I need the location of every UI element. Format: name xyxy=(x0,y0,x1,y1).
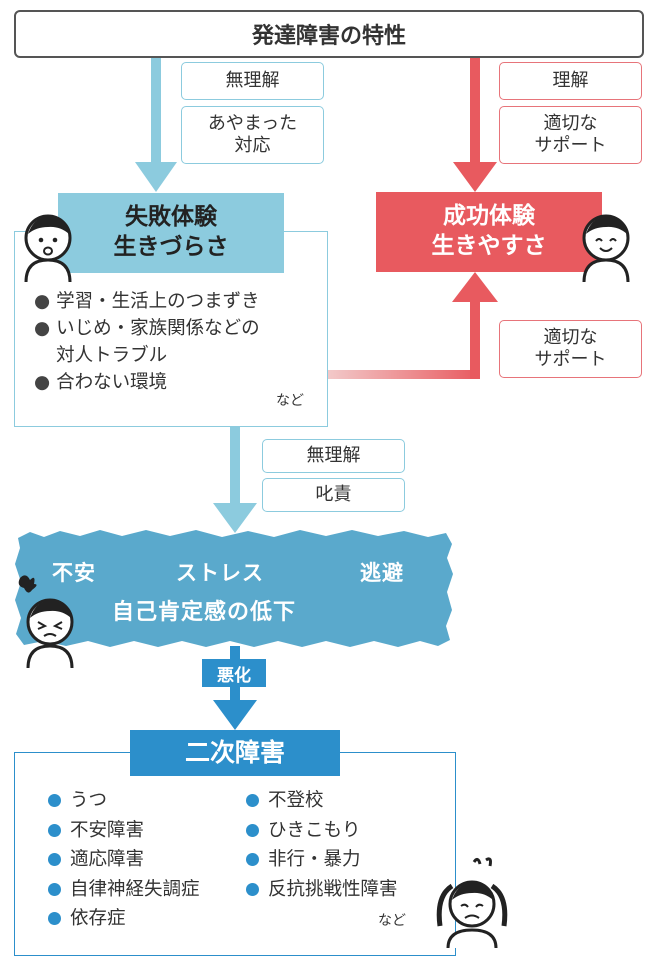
head-holding-face-icon xyxy=(436,857,508,948)
secondary-left-list: うつ 不安障害 適応障害 自律神経失調症 依存症 xyxy=(48,786,200,934)
stress-word-stress: ストレス xyxy=(176,561,264,585)
stress-line-self-esteem: 自己肯定感の低下 xyxy=(112,600,297,625)
failure-heading: 失敗体験 生きづらさ xyxy=(58,193,284,273)
arrow-up-head xyxy=(452,272,498,302)
bullet-icon: ● xyxy=(34,291,51,312)
arrow-up-shaft xyxy=(470,298,480,379)
bullet-icon xyxy=(246,853,259,867)
worsen-label: 悪化 xyxy=(202,659,266,687)
arrow-mid-shaft xyxy=(230,427,240,507)
list-item: 不安障害 xyxy=(48,816,200,846)
list-item: 不登校 xyxy=(246,786,398,816)
arrow-mid-head xyxy=(213,503,257,533)
label-scolding: 叱責 xyxy=(262,478,405,512)
label-no-understanding: 無理解 xyxy=(181,62,324,100)
success-heading: 成功体験 生きやすさ xyxy=(376,192,602,272)
bullet-icon xyxy=(48,823,61,837)
bullet-icon: ● xyxy=(34,372,51,393)
stress-word-anxiety: 不安 xyxy=(52,561,96,585)
distressed-face-icon xyxy=(18,575,74,668)
label-no-understanding-2: 無理解 xyxy=(262,439,405,473)
secondary-box xyxy=(14,752,456,956)
bullet-icon xyxy=(48,912,61,926)
label-proper-support-2: 適切な サポート xyxy=(499,320,642,378)
list-item: ●いじめ・家族関係などの 対人トラブル xyxy=(34,315,314,369)
label-proper-support: 適切な サポート xyxy=(499,106,642,164)
arrow-right-head xyxy=(453,162,497,192)
secondary-etc: など xyxy=(378,913,406,929)
secondary-right-list: 不登校 ひきこもり 非行・暴力 反抗挑戦性障害 xyxy=(246,786,398,904)
arrow-right-shaft xyxy=(470,58,480,166)
failure-etc: など xyxy=(276,393,304,409)
bullet-icon xyxy=(48,794,61,808)
list-item: ひきこもり xyxy=(246,816,398,846)
bullet-icon xyxy=(48,853,61,867)
list-item: 依存症 xyxy=(48,904,200,934)
list-item: ●合わない環境 xyxy=(34,369,314,396)
label-understanding: 理解 xyxy=(499,62,642,100)
list-item: 適応障害 xyxy=(48,845,200,875)
stress-word-escape: 逃避 xyxy=(360,561,404,585)
bullet-icon xyxy=(246,823,259,837)
secondary-heading: 二次障害 xyxy=(130,730,340,776)
page-title: 発達障害の特性 xyxy=(14,10,644,58)
list-item: ●学習・生活上のつまずき xyxy=(34,288,314,315)
label-wrong-response: あやまった 対応 xyxy=(181,106,324,164)
list-item: 自律神経失調症 xyxy=(48,875,200,905)
worried-face-icon xyxy=(24,214,72,282)
bullet-icon xyxy=(246,882,259,896)
bullet-icon: ● xyxy=(34,318,51,339)
list-item: 反抗挑戦性障害 xyxy=(246,875,398,905)
arrow-left-shaft xyxy=(151,58,161,168)
smiling-face-icon xyxy=(582,214,630,282)
arrow-worse-head xyxy=(213,700,257,730)
connector-failure-to-success xyxy=(328,370,480,379)
arrow-left-head xyxy=(135,162,177,192)
bullet-icon xyxy=(48,882,61,896)
bullet-icon xyxy=(246,794,259,808)
list-item: 非行・暴力 xyxy=(246,845,398,875)
failure-items-list: ●学習・生活上のつまずき ●いじめ・家族関係などの 対人トラブル ●合わない環境 xyxy=(34,288,314,396)
stress-cloud xyxy=(15,530,453,647)
list-item: うつ xyxy=(48,786,200,816)
